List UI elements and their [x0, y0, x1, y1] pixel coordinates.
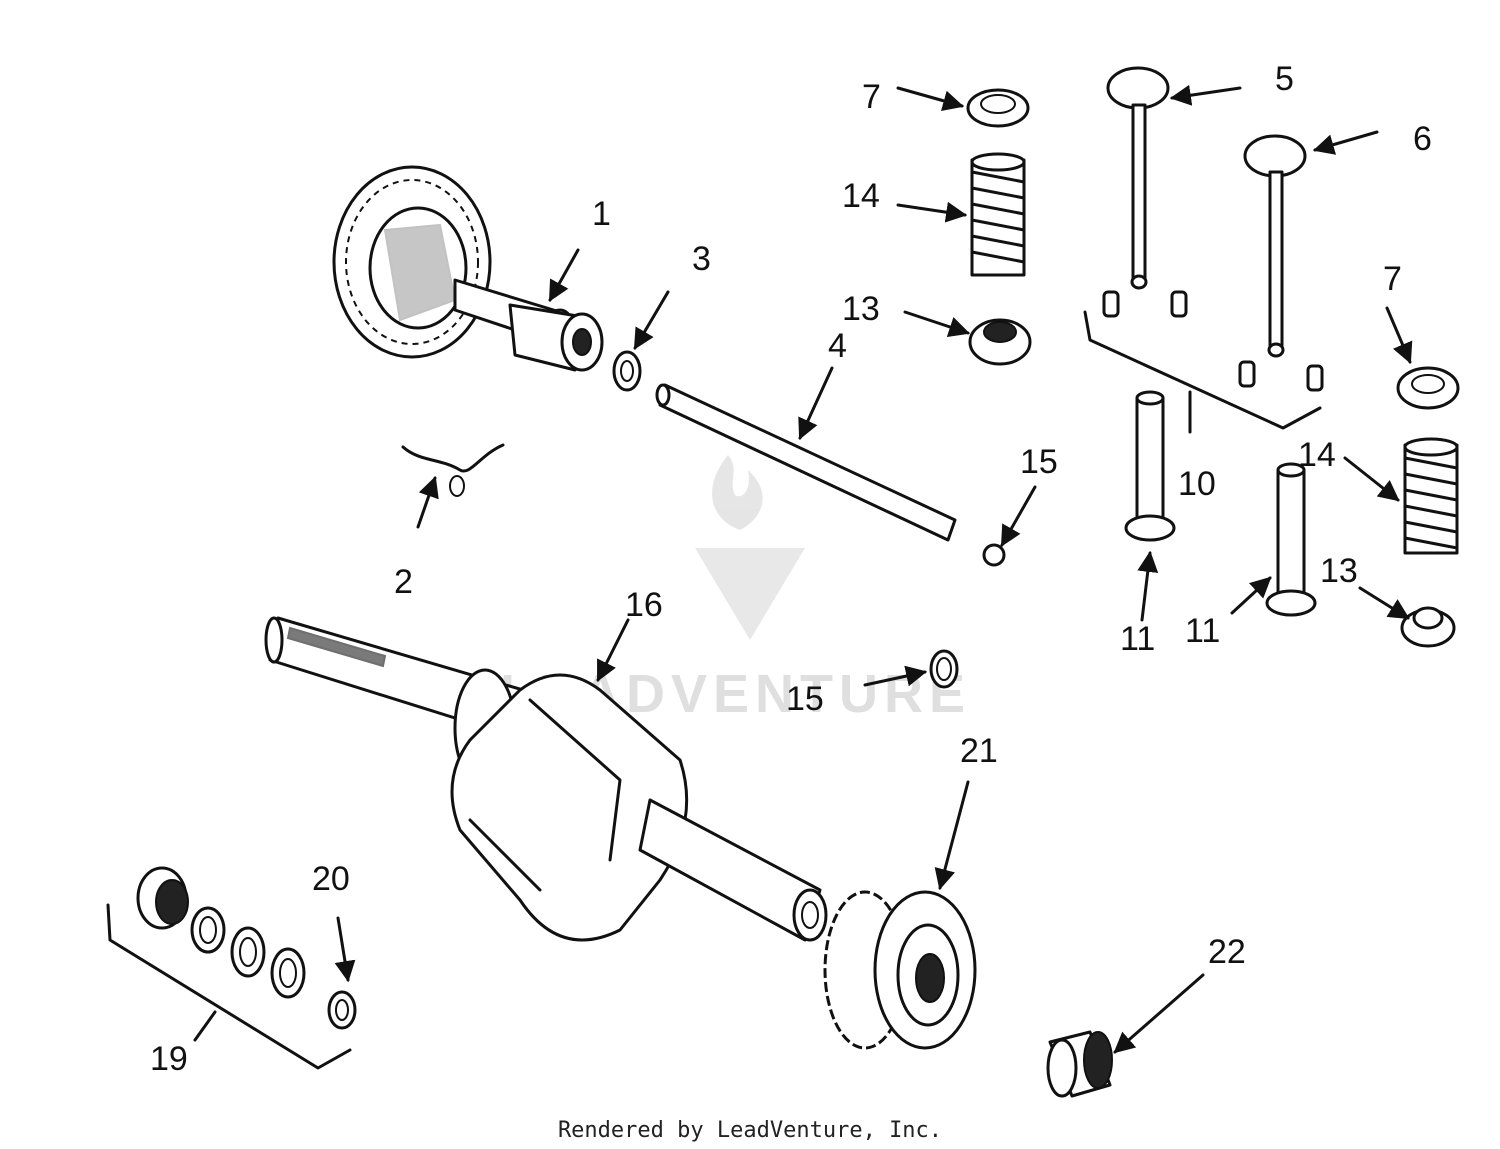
- callout-5: 5: [1275, 60, 1294, 98]
- spring-retainer-right: [1396, 366, 1460, 410]
- callout-11-left: 11: [1120, 620, 1155, 658]
- callout-labels: 1 2 3 4 5 6 7 7 10 11 11 13 13 14 14 15 …: [150, 60, 1432, 1078]
- shaft: [655, 383, 957, 542]
- callout-14-right: 14: [1298, 436, 1336, 474]
- callout-20: 20: [312, 860, 350, 898]
- callout-19: 19: [150, 1040, 188, 1078]
- leader-arrows: [334, 84, 1413, 1054]
- callout-2: 2: [394, 563, 413, 601]
- callout-13-right: 13: [1320, 552, 1358, 590]
- valve-intake: [1106, 66, 1170, 290]
- valve-keepers: [1102, 290, 1324, 392]
- callout-16: 16: [625, 586, 663, 624]
- callout-10: 10: [1178, 465, 1216, 503]
- callout-7-right: 7: [1383, 260, 1402, 298]
- bearing-set: [136, 866, 306, 999]
- bracket-19: [106, 903, 352, 1070]
- valve-exhaust: [1243, 134, 1307, 358]
- callout-1: 1: [592, 195, 611, 233]
- callout-4: 4: [828, 327, 847, 365]
- spring-retainer-upper: [966, 88, 1030, 128]
- crank-gear: [823, 890, 977, 1050]
- callout-14-upper: 14: [842, 177, 880, 215]
- spring-seat-right: [1400, 606, 1456, 648]
- valve-spring-upper: [970, 152, 1026, 277]
- snap-ring: [327, 990, 357, 1030]
- bracket-19-leader: [193, 1010, 217, 1042]
- washer: [612, 350, 642, 392]
- crankshaft: [264, 616, 828, 942]
- valve-spring-right: [1403, 437, 1459, 555]
- callout-3: 3: [692, 240, 711, 278]
- callout-13-upper: 13: [842, 290, 880, 328]
- callout-15-lower: 15: [786, 680, 824, 718]
- bracket-10: [1083, 310, 1322, 430]
- spring-seat-upper: [968, 318, 1032, 366]
- tappet-left: [1124, 390, 1176, 542]
- callout-15-upper: 15: [1020, 443, 1058, 481]
- bushing-ring: [929, 649, 959, 689]
- footer-credit: Rendered by LeadVenture, Inc.: [558, 1118, 942, 1143]
- callout-22: 22: [1208, 933, 1246, 971]
- callout-21: 21: [960, 732, 998, 770]
- callout-7-upper: 7: [862, 78, 881, 116]
- tappet-right: [1265, 462, 1317, 617]
- camshaft-gear: [332, 165, 604, 372]
- spring-clip: [401, 443, 505, 497]
- callout-6: 6: [1413, 120, 1432, 158]
- bushing-small: [982, 543, 1006, 567]
- callout-11-right: 11: [1185, 612, 1220, 650]
- needle-bearing: [1046, 1030, 1113, 1098]
